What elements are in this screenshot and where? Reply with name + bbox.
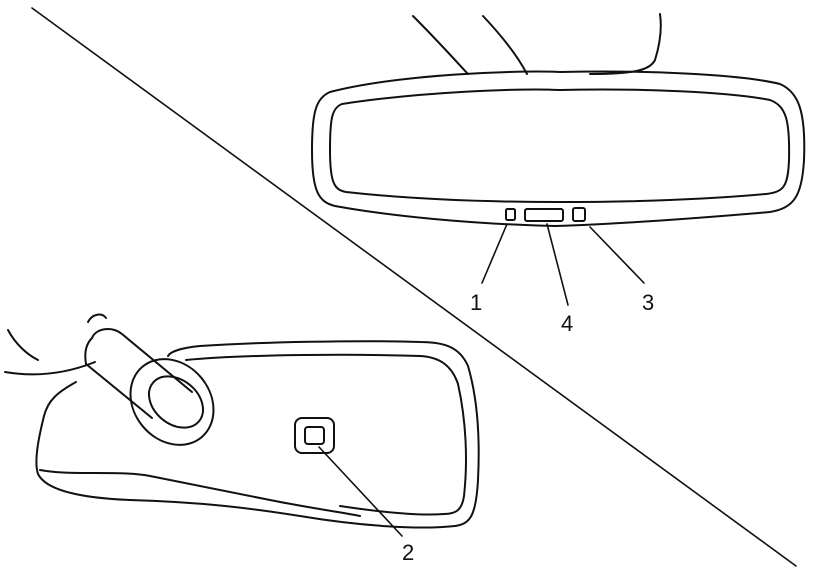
indicator-4-icon [524, 208, 564, 222]
mirror-rear-view: 2 [4, 313, 480, 565]
cuff-detail [87, 313, 107, 323]
mount-stem [412, 13, 662, 75]
leader-line-1 [481, 223, 508, 284]
rear-housing-outer [35, 340, 480, 529]
mount-base-ring [129, 358, 215, 446]
mirror-front-view: 1 4 3 [311, 13, 806, 336]
button-3-icon [572, 207, 586, 222]
mirror-housing-outer [311, 70, 806, 227]
leader-line-3 [589, 226, 645, 284]
callout-4: 4 [561, 311, 573, 336]
sensor-2-icon [304, 426, 325, 445]
arm-line [4, 329, 96, 376]
sensor-2-housing-icon [294, 417, 335, 454]
mount-cylinder [84, 328, 193, 419]
leader-line-2 [318, 446, 403, 537]
rear-housing-rim [185, 353, 467, 516]
callout-3: 3 [642, 290, 654, 315]
leader-line-4 [546, 223, 569, 306]
diagonal-divider [31, 7, 797, 567]
mount-cylinder-end [148, 375, 204, 429]
sensor-1-icon [505, 208, 516, 221]
callout-2: 2 [402, 540, 414, 565]
rear-housing-contour [39, 469, 361, 517]
callout-1: 1 [470, 290, 482, 315]
mirror-glass [329, 88, 791, 203]
